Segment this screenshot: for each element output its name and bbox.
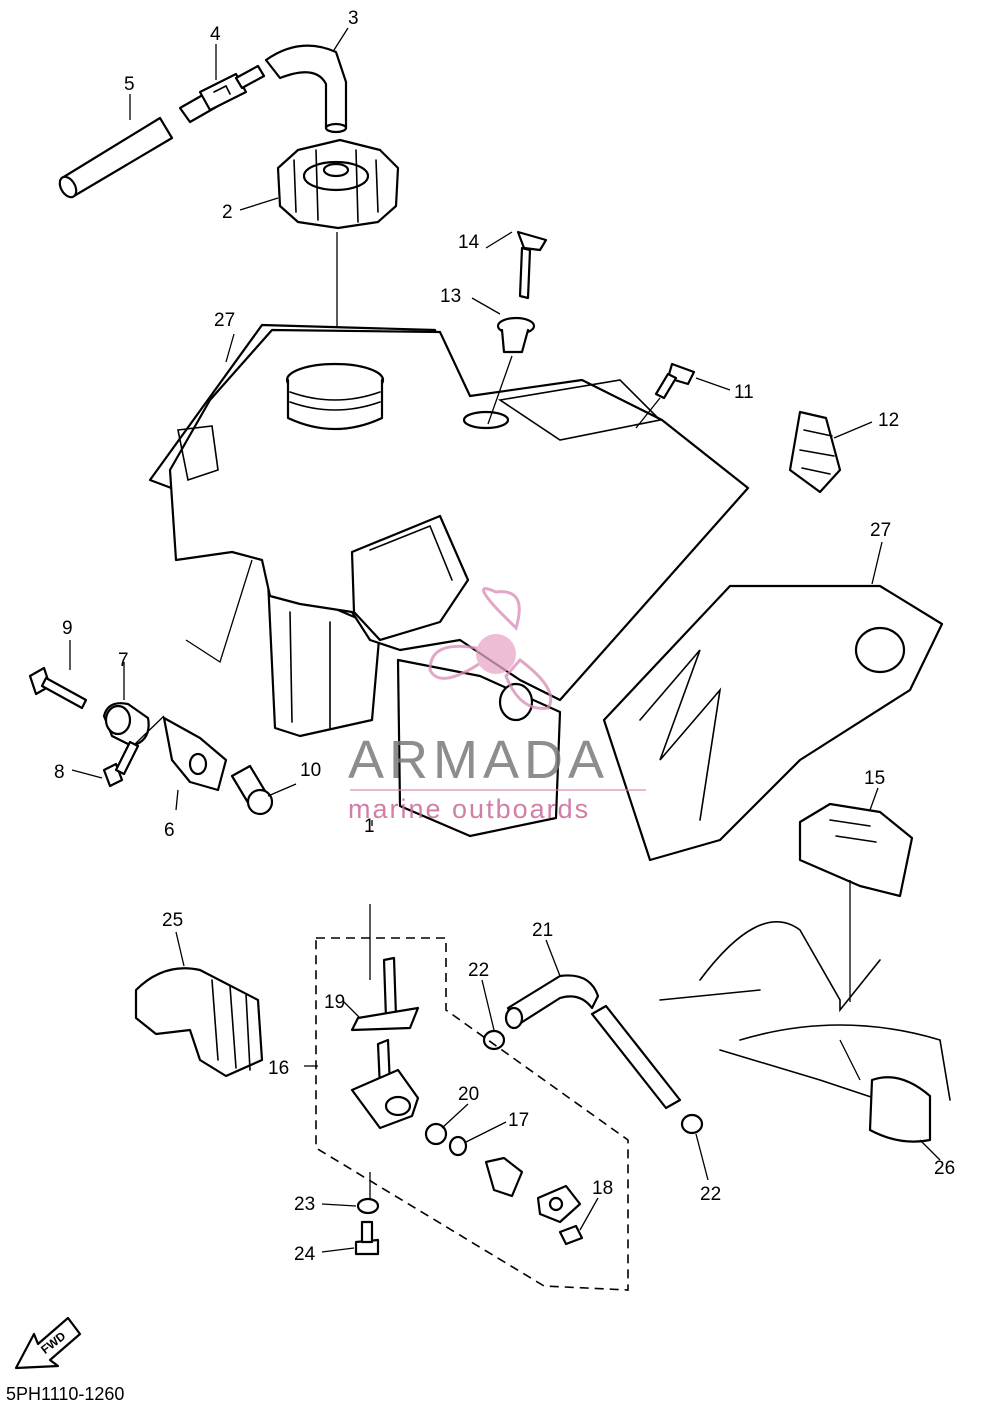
- part-12-clip: [788, 410, 842, 494]
- watermark-tagline: marine outboards: [348, 794, 590, 824]
- callout-27-upper: 27: [214, 310, 235, 331]
- callout-7: 7: [118, 650, 129, 671]
- part-14-screw: [516, 230, 548, 300]
- part-11-bolt: [654, 362, 696, 400]
- callout-16: 16: [268, 1058, 289, 1079]
- callout-21: 21: [532, 920, 553, 941]
- part-2-fuel-cap: [276, 138, 400, 230]
- part-21-fuel-hose: [504, 974, 682, 1110]
- part-27-side-cover-lower: [602, 584, 944, 862]
- callout-6: 6: [164, 820, 175, 841]
- callout-22-upper: 22: [468, 960, 489, 981]
- part-3-breather-hose: [264, 44, 348, 134]
- callout-24: 24: [294, 1244, 316, 1265]
- part-13-collar: [496, 316, 536, 354]
- part-18-screw: [558, 1224, 584, 1246]
- watermark-brand: ARMADA: [348, 730, 609, 790]
- callout-9: 9: [62, 618, 73, 639]
- part-cock-plate: [536, 1184, 582, 1224]
- part-10-collar: [230, 764, 274, 816]
- callout-3: 3: [348, 8, 359, 29]
- part-16-group-outline: [315, 937, 629, 1291]
- part-25-protector: [134, 967, 264, 1078]
- part-1-fuel-tank: [168, 328, 750, 838]
- part-5-hose: [58, 116, 174, 199]
- callout-12: 12: [878, 410, 899, 431]
- part-22-hose-clip-lower: [680, 1113, 704, 1135]
- part-15-mount-rubber: [798, 802, 914, 898]
- callout-13: 13: [440, 286, 461, 307]
- callout-23: 23: [294, 1194, 315, 1215]
- part-22-hose-clip-upper: [482, 1029, 506, 1051]
- callout-1: 1: [364, 816, 375, 837]
- callout-17: 17: [508, 1110, 529, 1131]
- fwd-direction-badge: FWD: [14, 1316, 82, 1370]
- callout-20: 20: [458, 1084, 479, 1105]
- part-7-damper: [102, 702, 150, 748]
- part-8-bolt: [102, 740, 140, 788]
- callout-8: 8: [54, 762, 65, 783]
- part-23-washer: [356, 1197, 380, 1215]
- callout-10: 10: [300, 760, 321, 781]
- part-19-strainer: [350, 1006, 420, 1032]
- callout-11: 11: [734, 382, 754, 403]
- part-9-bolt: [28, 666, 88, 710]
- part-4-breather-valve: [178, 64, 266, 124]
- watermark-propeller-logo: [428, 587, 553, 710]
- part-17-gasket: [448, 1135, 468, 1157]
- watermark: ARMADA marine outboards: [348, 587, 646, 824]
- part-26-clamp: [868, 1076, 932, 1143]
- callout-22-lower: 22: [700, 1184, 721, 1205]
- callout-2: 2: [222, 202, 233, 223]
- part-6-bracket: [162, 716, 228, 792]
- callout-14: 14: [458, 232, 480, 253]
- callout-18: 18: [592, 1178, 613, 1199]
- part-cock-lever: [484, 1156, 524, 1198]
- callout-27-lower: 27: [870, 520, 891, 541]
- frame-outline: [659, 921, 951, 1101]
- callout-labels: 1 2 3 4 5 6 7 8 9 10 11 12 13 14 15 16 1…: [54, 8, 955, 1265]
- callout-leaders: [69, 27, 941, 1253]
- callout-26: 26: [934, 1158, 955, 1179]
- callout-25: 25: [162, 910, 183, 931]
- part-16-fuel-cock: [350, 956, 420, 1130]
- callout-4: 4: [210, 24, 221, 45]
- part-24-screw: [354, 1220, 380, 1256]
- callout-19: 19: [324, 992, 345, 1013]
- callout-15: 15: [864, 768, 885, 789]
- diagram-reference-code: 5PH1110-1260: [6, 1384, 124, 1404]
- part-20-o-ring: [424, 1122, 448, 1146]
- callout-5: 5: [124, 74, 135, 95]
